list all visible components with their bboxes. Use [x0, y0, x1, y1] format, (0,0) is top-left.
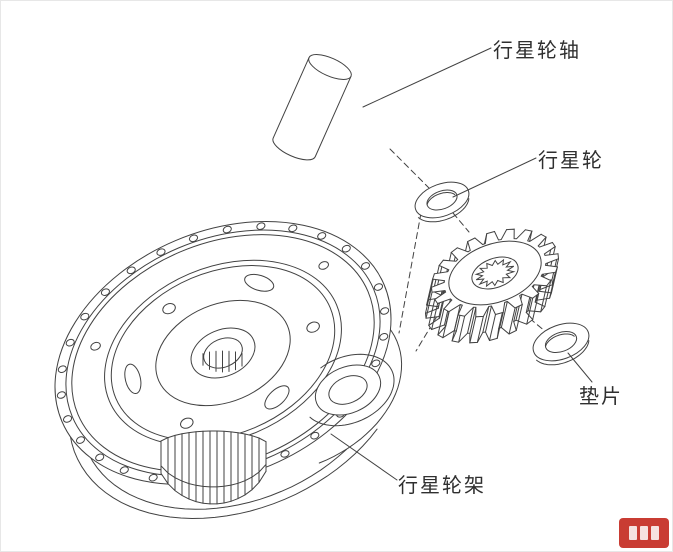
- planet-gear-washer-upper: [414, 181, 470, 223]
- watermark-stamp: [619, 518, 669, 548]
- planet-gear-part: [424, 228, 560, 344]
- label-planet-gear: 行星轮: [538, 150, 604, 172]
- watermark-mark: [640, 526, 648, 540]
- label-planet-carrier: 行星轮架: [398, 475, 486, 497]
- watermark-mark: [629, 526, 637, 540]
- leader-lines: [330, 47, 593, 481]
- shim-washer-lower: [532, 322, 590, 366]
- label-planet-gear-shaft: 行星轮轴: [493, 40, 581, 62]
- shaft-part: [272, 54, 352, 161]
- watermark-mark: [651, 526, 659, 540]
- label-shim: 垫片: [579, 386, 623, 408]
- carrier-part: [54, 221, 403, 520]
